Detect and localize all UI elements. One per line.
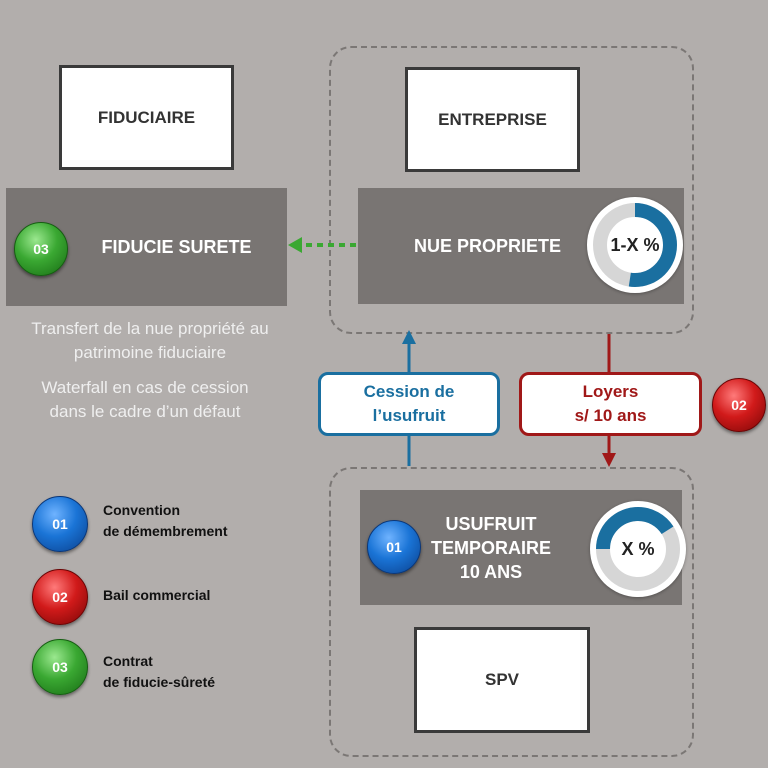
cession-label-box: Cession de l’usufruit [318,372,500,436]
waterfall-note: Waterfall en cas de cession dans le cadr… [41,378,249,421]
loyers-label-box: Loyers s/ 10 ans [519,372,702,436]
legend-item-02-text: Bail commercial [103,587,211,603]
spv-box: SPV [414,627,590,733]
usufruit-label-line-1: USUFRUIT [445,513,537,534]
usufruit-share-label: X % [621,538,655,559]
cession-arrowhead [402,330,416,344]
legend-badge-02: 02 [32,569,88,625]
usufruit-badge-01: 01 [367,520,421,574]
transfert-note: Transfert de la nue propriété au patrimo… [31,319,269,362]
spv-group-outline [329,467,694,757]
usufruit-label-line-2: TEMPORAIRE [430,537,551,558]
usufruit-share-donut: X % [590,501,686,597]
legend-badge-03: 03 [32,639,88,695]
legend-item-03-text: Contrat de fiducie-sûreté [103,653,216,690]
fiduciaire-box: FIDUCIAIRE [59,65,234,170]
entreprise-label: ENTREPRISE [438,109,547,129]
legend-badge-01: 01 [32,496,88,552]
transfer-arrowhead [288,237,302,253]
usufruit-label-line-3: 10 ANS [459,561,523,582]
nue-propriete-share-label: 1-X % [610,234,660,255]
entreprise-group-outline [329,46,694,334]
fiducie-surete-label: FIDUCIE SURETE [101,236,252,257]
usufruit-share-arc [596,507,680,591]
loyers-badge-02: 02 [712,378,766,432]
spv-label: SPV [484,670,520,689]
fiduciaire-label: FIDUCIAIRE [97,107,196,127]
nue-propriete-label: NUE PROPRIETE [414,235,562,256]
legend-item-01-text: Convention de démembrement [103,502,228,539]
nue-propriete-share-arc [593,203,677,287]
loyers-arrowhead [602,453,616,467]
fiducie-badge-03: 03 [14,222,68,276]
nue-propriete-share-donut: 1-X % [587,197,683,293]
entreprise-box: ENTREPRISE [405,67,580,172]
